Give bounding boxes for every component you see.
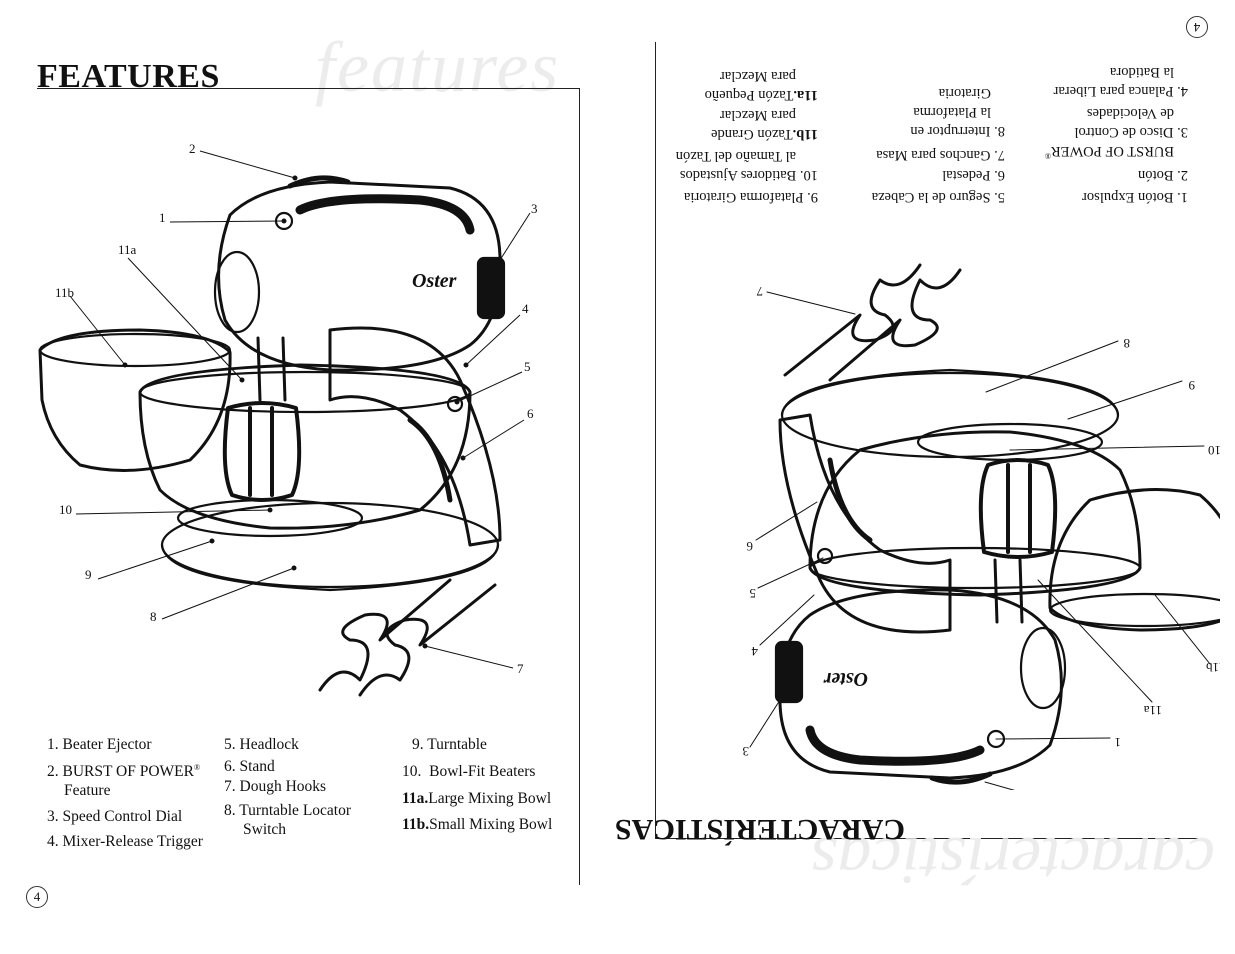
legend-item-cont: la Plataforma — [913, 104, 991, 120]
header-rule — [655, 838, 1198, 839]
callout-label: 7 — [756, 284, 763, 299]
callout-label: 4 — [522, 301, 529, 316]
legend-item-cont: para Mezclar — [719, 107, 796, 123]
legend-item-cont: BURST OF POWER® — [1044, 143, 1174, 160]
callout-label: 6 — [746, 539, 753, 554]
legend-col-1: 1. Beater Ejector 2. BURST OF POWER® Fea… — [47, 735, 203, 851]
mixer-illustration: Oster 2 1 3 11a 11b 4 5 6 10 9 8 7 — [38, 141, 538, 697]
page-border-right — [579, 88, 580, 885]
legend-item: 3. Disco de Control — [1074, 124, 1188, 140]
callout-label: 10 — [1208, 443, 1220, 458]
callout-label: 4 — [751, 644, 758, 659]
callout-label: 2 — [189, 141, 196, 156]
callout-label: 5 — [750, 586, 757, 601]
legend-item: 10. Batidores Ajustados — [679, 167, 818, 183]
legend-item: 6. Pedestal — [942, 167, 1005, 183]
callout-label: 3 — [531, 201, 538, 216]
legend-item: 2. Botón — [1138, 167, 1188, 183]
legend-item: 11a.Large Mixing Bowl — [402, 790, 552, 807]
legend-item: 9. Plataforma Giratoria — [683, 189, 818, 205]
legend-item: 9. Turntable — [412, 736, 487, 753]
legend-item: 6. Stand — [224, 758, 275, 775]
legend-item-cont: al Tamaño del Tazón — [675, 148, 796, 164]
callout-label: 7 — [517, 661, 524, 676]
callout-label: 10 — [59, 502, 72, 517]
callout-label: 9 — [1189, 378, 1196, 393]
legend-item: 11b.Small Mixing Bowl — [402, 816, 553, 833]
legend-item: 7. Dough Hooks — [224, 778, 327, 795]
legend-item: 7. Ganchos para Masa — [876, 147, 1005, 163]
spanish-title-block: características CARACTERÍSTICAS — [615, 800, 1215, 900]
legend-item: 8. Interruptor en — [910, 123, 1005, 139]
spanish-legend: 1. Botón Expulsor 2. Botón BURST OF POWE… — [660, 56, 1200, 206]
legend-item-cont: de Velocidades — [1086, 105, 1174, 121]
legend-item-cont: Feature — [64, 782, 111, 800]
ghost-title: features — [315, 27, 561, 107]
legend-item-cont: la Batidora — [1109, 64, 1174, 80]
callout-label: 11b — [1206, 660, 1220, 675]
legend-item: 8. Turntable Locator — [224, 802, 352, 819]
page-number: 4 — [1186, 16, 1208, 38]
callout-label: 9 — [85, 567, 92, 582]
page-border-left — [655, 42, 656, 839]
legend-item: 10. Bowl-Fit Beaters — [402, 763, 536, 780]
legend-col-2: 5. Seguro de la Cabeza 6. Pedestal 7. Ga… — [872, 83, 1005, 206]
page-number: 4 — [26, 886, 48, 908]
callout-label: 11a — [1143, 703, 1162, 718]
legend-item: 5. Seguro de la Cabeza — [871, 189, 1005, 205]
header-rule — [37, 88, 580, 89]
legend-item: 1. Botón Expulsor — [1082, 189, 1188, 205]
legend-item: 11b.Tazón Grande — [711, 126, 818, 142]
legend-item: 4. Mixer-Release Trigger — [47, 833, 203, 851]
callout-label: 1 — [1115, 735, 1122, 750]
mixer-illustration-flipped: Oster 2 1 3 11a 11b 4 5 6 10 9 8 7 — [743, 263, 1220, 790]
legend-item: 3. Speed Control Dial — [47, 808, 183, 826]
legend-item-cont: Switch — [243, 821, 287, 838]
callout-label: 8 — [150, 609, 157, 624]
legend-item: 4. Palanca para Liberar — [1053, 83, 1188, 99]
legend-col-3: 9. Turntable 10. Bowl-Fit Beaters 11a.La… — [402, 735, 552, 834]
callout-label: 11a — [118, 242, 137, 257]
callout-label: 3 — [743, 744, 750, 759]
legend-item-cont: Giratoria — [938, 85, 991, 101]
legend-col-1: 1. Botón Expulsor 2. Botón BURST OF POWE… — [1045, 62, 1188, 206]
callout-label: 6 — [527, 406, 534, 421]
legend-item: 2. BURST OF POWER® — [47, 763, 201, 781]
legend-col-3: 9. Plataforma Giratoria 10. Batidores Aj… — [676, 66, 818, 206]
legend-item: 11a.Tazón Pequeño — [704, 87, 818, 103]
callout-label: 5 — [524, 359, 531, 374]
legend-item-cont: para Mezclar — [719, 68, 796, 84]
page-title: CARACTERÍSTICAS — [614, 813, 905, 846]
callout-label: 11b — [55, 285, 74, 300]
callout-label: 8 — [1124, 336, 1131, 351]
legend-col-2: 5. Headlock 6. Stand 7. Dough Hooks 8. T… — [224, 735, 351, 839]
legend-item: 1. Beater Ejector — [47, 736, 152, 753]
brand-logo: Oster — [412, 270, 457, 292]
brand-logo: Oster — [823, 668, 868, 690]
legend-item: 5. Headlock — [224, 736, 299, 753]
callout-label: 1 — [159, 210, 166, 225]
